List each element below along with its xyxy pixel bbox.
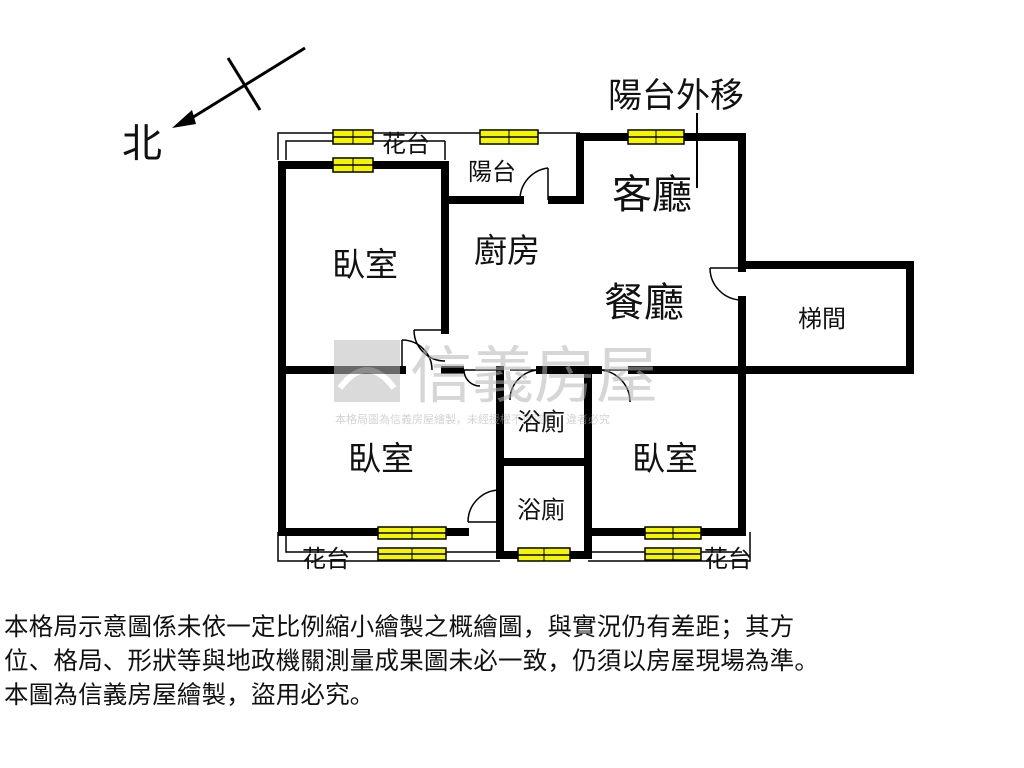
room-label-dining: 餐廳 [604,280,684,326]
planter-label-bottom-left: 花台 [302,545,350,573]
planter-label-bottom-right: 花台 [704,545,752,573]
door-bath-upper-left [463,369,496,387]
window-bedroom-north [332,157,374,173]
door-bedroom-sw [401,339,433,371]
watermark: 信義房屋 本格局圖為信義房屋繪製，未經授權不得盜用，違者必究 [334,339,658,426]
walls [278,133,914,559]
door-bath-lower [467,489,501,523]
compass-cross-mark [226,57,262,111]
window-top-planter [332,129,374,145]
disclaimer-line-1: 本格局示意圖係未依一定比例縮小繪製之概繪圖，與實況仍有差距；其方 [4,612,795,641]
north-label: 北 [122,121,162,167]
balcony-moved-annotation: 陽台外移 [608,76,744,116]
disclaimer-text: 本格局示意圖係未依一定比例縮小繪製之概繪圖，與實況仍有差距；其方 位、格局、形狀… [4,610,1020,712]
window-balcony [479,129,539,145]
room-label-kitchen: 廚房 [474,231,540,270]
north-compass: 北 [122,46,306,167]
window-bath-lower [517,547,571,562]
door-balcony [519,167,549,201]
doors [401,167,743,523]
disclaimer-line-2: 位、格局、形狀等與地政機關測量成果圖未必一致，仍須以房屋現場為準。 [4,646,820,675]
watermark-note: 本格局圖為信義房屋繪製，未經授權不得盜用，違者必究 [335,412,610,426]
room-label-living: 客廳 [612,172,692,218]
room-label-balcony: 陽台 [468,158,516,186]
door-stairwell [709,267,743,301]
room-label-bath-upper: 浴廁 [517,408,565,436]
floor-plan: 北 陽台外移 [122,46,914,573]
compass-arrow-head [172,110,196,128]
door-bath-upper [509,369,541,401]
window-bedroom-sw [377,526,447,561]
door-bedroom-north [413,329,446,362]
window-bedroom-se [644,526,702,561]
door-bedroom-se [597,369,631,403]
room-label-bedroom-sw: 臥室 [348,439,414,478]
room-label-stairwell: 梯間 [798,305,846,333]
watermark-brand: 信義房屋 [410,339,658,412]
room-label-bedroom-se: 臥室 [632,439,698,478]
windows [332,129,702,562]
disclaimer-line-3: 本圖為信義房屋繪製，盜用必究。 [4,680,375,709]
watermark-logo [334,340,400,402]
window-living [627,129,685,145]
room-label-bedroom-north: 臥室 [332,245,398,284]
room-label-bath-lower: 浴廁 [517,496,565,524]
planter-label-top: 花台 [382,130,430,158]
